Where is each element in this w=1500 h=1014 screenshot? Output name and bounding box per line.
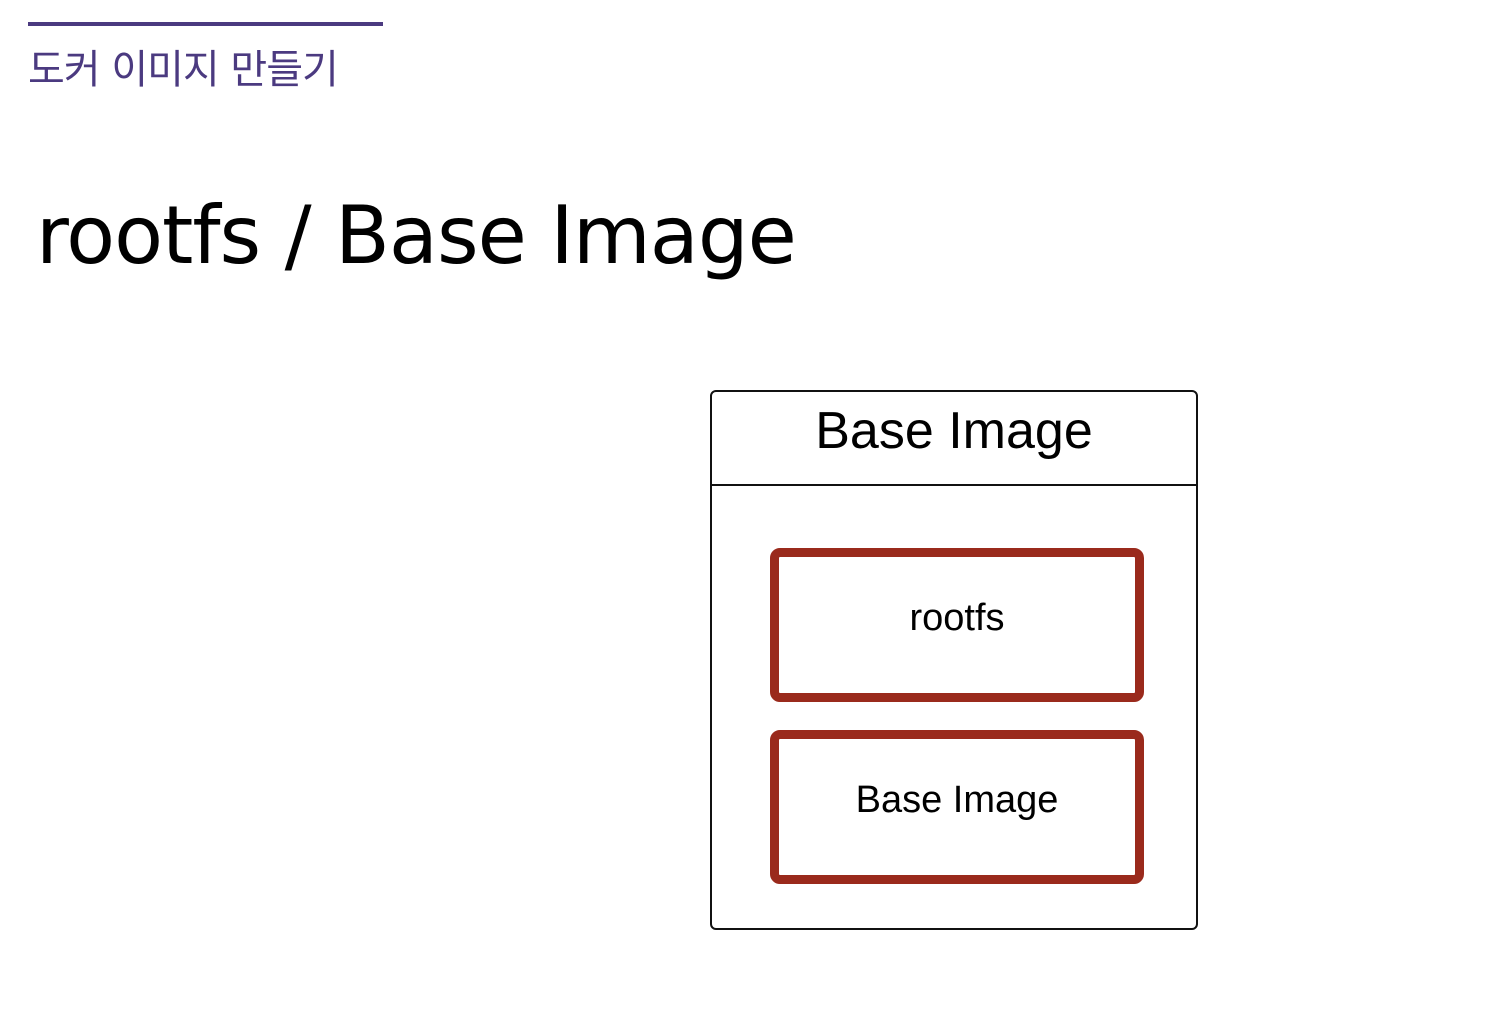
slide-title: rootfs / Base Image	[36, 189, 797, 282]
diagram-header: Base Image	[712, 392, 1196, 486]
base-image-diagram: Base Image rootfs Base Image	[710, 390, 1198, 930]
section-label: 도커 이미지 만들기	[28, 47, 339, 93]
layer-rootfs: rootfs	[770, 548, 1144, 702]
section-header-rule	[28, 22, 383, 26]
layer-label: rootfs	[909, 597, 1005, 639]
diagram-container-title: Base Image	[815, 402, 1093, 460]
layer-base-image: Base Image	[770, 730, 1144, 884]
layer-label: Base Image	[855, 779, 1059, 821]
